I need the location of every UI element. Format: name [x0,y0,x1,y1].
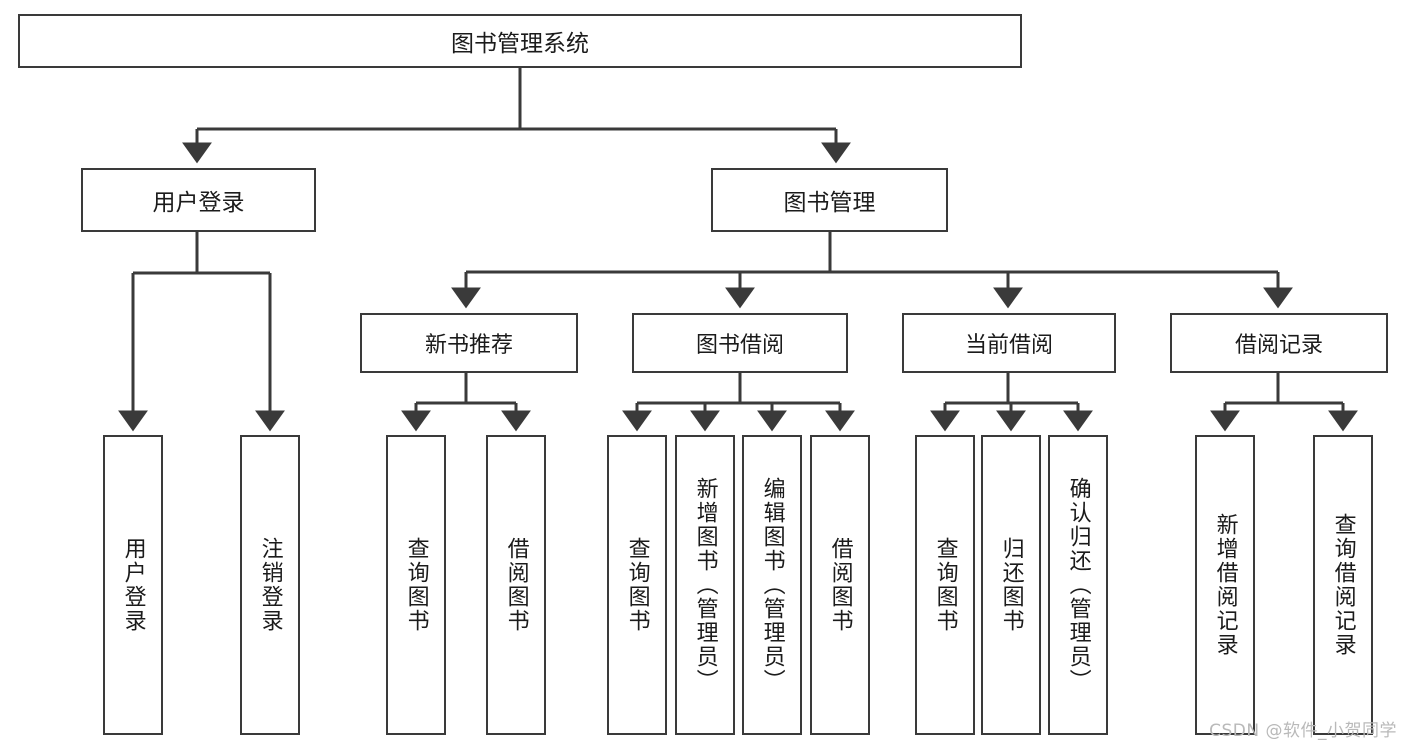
node-label: 确认归还（管理员） [1065,477,1091,693]
leaf-book-borrow-edit-book-admin[interactable]: 编辑图书（管理员） [742,435,802,735]
node-label: 新增图书（管理员） [692,477,718,693]
node-label: 用户登录 [152,190,245,216]
node-label: 编辑图书（管理员） [759,477,785,693]
node-label: 查询图书 [624,537,650,633]
node-current-borrow[interactable]: 当前借阅 [902,313,1116,373]
node-label: 图书借阅 [695,333,784,358]
node-label: 借阅记录 [1234,333,1323,358]
node-label: 查询图书 [403,537,429,633]
node-label: 当前借阅 [964,333,1053,358]
watermark: CSDN @软件_小贺同学 [1209,721,1397,741]
node-label: 新增借阅记录 [1212,513,1238,657]
leaf-current-borrow-confirm-return-admin[interactable]: 确认归还（管理员） [1048,435,1108,735]
node-book-management[interactable]: 图书管理 [711,168,948,232]
leaf-new-book-borrow-book[interactable]: 借阅图书 [486,435,546,735]
node-label: 新书推荐 [424,333,513,358]
leaf-book-borrow-borrow-book[interactable]: 借阅图书 [810,435,870,735]
node-label: 图书管理 [783,190,876,216]
leaf-user-login-login[interactable]: 用户登录 [103,435,163,735]
node-root-book-management-system[interactable]: 图书管理系统 [18,14,1022,68]
leaf-borrow-record-query-record[interactable]: 查询借阅记录 [1313,435,1373,735]
node-user-login[interactable]: 用户登录 [81,168,316,232]
node-label: 注销登录 [257,537,283,633]
leaf-book-borrow-add-book-admin[interactable]: 新增图书（管理员） [675,435,735,735]
leaf-new-book-query-book[interactable]: 查询图书 [386,435,446,735]
node-borrow-record[interactable]: 借阅记录 [1170,313,1388,373]
node-label: 查询借阅记录 [1330,513,1356,657]
node-label: 归还图书 [998,537,1024,633]
node-label: 借阅图书 [827,537,853,633]
leaf-user-login-logout[interactable]: 注销登录 [240,435,300,735]
leaf-current-borrow-return-book[interactable]: 归还图书 [981,435,1041,735]
leaf-borrow-record-add-record[interactable]: 新增借阅记录 [1195,435,1255,735]
node-label: 查询图书 [932,537,958,633]
leaf-current-borrow-query-book[interactable]: 查询图书 [915,435,975,735]
node-label: 用户登录 [120,537,146,633]
node-label: 借阅图书 [503,537,529,633]
leaf-book-borrow-query-book[interactable]: 查询图书 [607,435,667,735]
node-label: 图书管理系统 [451,31,589,57]
node-new-book-recommend[interactable]: 新书推荐 [360,313,578,373]
node-book-borrow[interactable]: 图书借阅 [632,313,848,373]
